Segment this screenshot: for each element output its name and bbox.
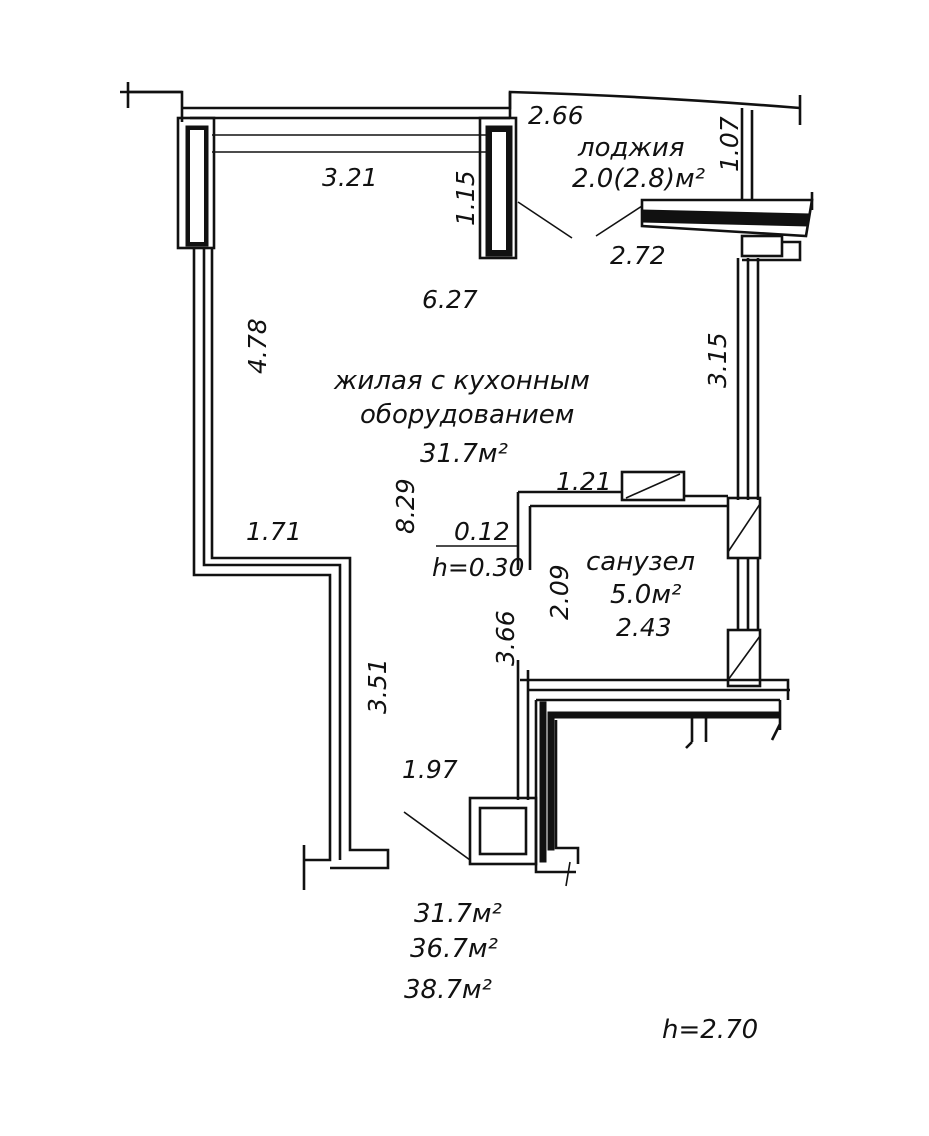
dim-2-09: 2.09 — [545, 564, 574, 620]
dim-1-21: 1.21 — [556, 467, 612, 496]
dim-1-15: 1.15 — [451, 170, 480, 226]
dim-2-43: 2.43 — [616, 613, 672, 642]
dim-4-78: 4.78 — [243, 318, 272, 374]
dim-h-0-30: h=0.30 — [432, 553, 524, 582]
loggia-area: 2.0(2.8)м² — [572, 164, 705, 194]
dim-3-21: 3.21 — [322, 163, 378, 192]
walls — [120, 82, 814, 890]
loggia-name: лоджия — [577, 133, 684, 163]
dim-2-72: 2.72 — [610, 241, 666, 270]
ceiling-height: h=2.70 — [662, 1015, 758, 1045]
dim-0-12: 0.12 — [454, 517, 510, 546]
dim-3-66: 3.66 — [491, 610, 520, 666]
dim-3-51: 3.51 — [363, 658, 392, 714]
dim-1-97: 1.97 — [402, 755, 458, 784]
dim-8-29: 8.29 — [391, 478, 420, 534]
bathroom-area: 5.0м² — [610, 580, 681, 610]
dim-6-27: 6.27 — [422, 285, 478, 314]
living-room-area: 31.7м² — [420, 439, 508, 469]
dimension-labels: 2.66 3.21 1.15 1.07 2.72 6.27 4.78 3.15 … — [243, 101, 744, 784]
total-living-area: 31.7м² — [414, 899, 502, 929]
dim-1-71: 1.71 — [246, 517, 302, 546]
area-totals: 31.7м² 36.7м² 38.7м² h=2.70 — [404, 899, 758, 1045]
total-area: 36.7м² — [410, 934, 498, 964]
total-area-with-loggia: 38.7м² — [404, 975, 492, 1005]
living-room-name-line1: жилая с кухонным — [333, 366, 590, 396]
dim-3-15: 3.15 — [703, 332, 732, 388]
living-room-name-line2: оборудованием — [360, 400, 574, 430]
room-labels: жилая с кухонным оборудованием 31.7м² ло… — [333, 133, 705, 610]
dim-2-66: 2.66 — [528, 101, 584, 130]
bathroom-name: санузел — [586, 547, 695, 577]
dim-1-07: 1.07 — [715, 116, 744, 172]
